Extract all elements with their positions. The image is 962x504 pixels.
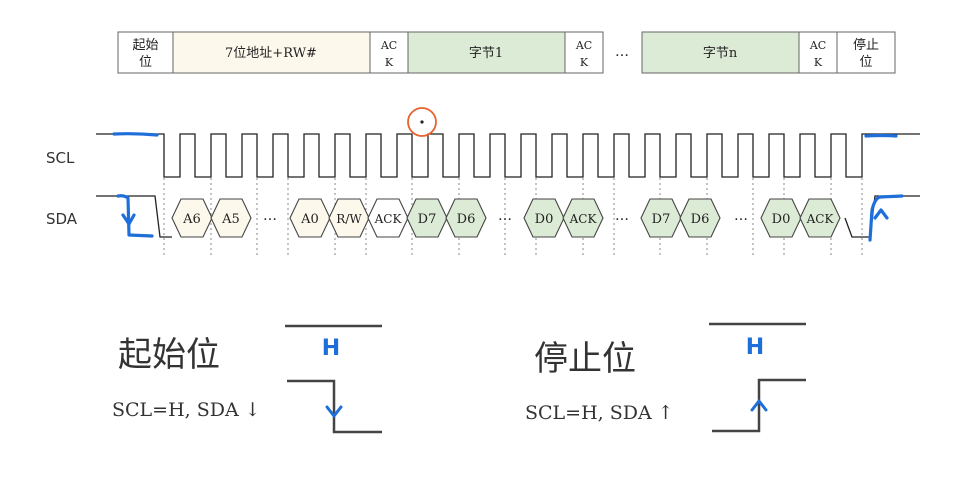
frame-ack-label-2b: K	[580, 56, 589, 69]
frame-ack-cell-1	[369, 31, 409, 74]
cursor-indicator	[407, 107, 437, 137]
frame-header: 起始 位 7位地址+RW# AC K 字节1 AC K … 字节n AC K 停…	[117, 31, 896, 74]
frame-ack-label-3b: K	[814, 56, 823, 69]
start-scl-high-mark	[112, 132, 159, 137]
sda-ellipsis-3: …	[615, 208, 629, 224]
stop-level-label: H	[746, 335, 764, 360]
start-condition-title: 起始位	[118, 335, 220, 375]
start-legend-arrow-down-icon	[325, 405, 343, 418]
cursor-dot-icon	[420, 120, 424, 124]
frame-ack-label-3a: AC	[809, 39, 826, 52]
frame-ack-label-2a: AC	[575, 39, 592, 52]
frame-stop-cell	[836, 31, 896, 74]
frame-byten-cell	[641, 31, 800, 74]
stop-sda-rise-mark	[868, 194, 904, 242]
sda-bit-ack-3-label: ACK	[806, 212, 835, 226]
cursor-ring-icon	[407, 107, 437, 137]
sda-ellipsis-2: …	[498, 208, 512, 224]
start-sda-fall-mark	[116, 194, 154, 238]
sda-bit-d6-1-label: D6	[457, 212, 476, 227]
sda-label: SDA	[46, 210, 78, 228]
frame-start-label-line2: 位	[139, 55, 152, 70]
sda-bit-d7-1-label: D7	[418, 212, 437, 227]
blue-annotations	[112, 132, 904, 242]
start-level-label: H	[322, 336, 340, 361]
sda-bit-d0-1-label: D0	[535, 212, 554, 227]
sda-bit-ack-2-label: ACK	[569, 212, 598, 226]
scl-label: SCL	[46, 149, 75, 167]
stop-arrow-up-icon	[873, 208, 889, 220]
frame-address-cell	[172, 31, 371, 74]
sda-ellipsis-1: …	[263, 208, 277, 224]
sda-bit-d0-n-label: D0	[772, 212, 791, 227]
sda-bit-cells	[171, 198, 841, 238]
scl-waveform	[96, 133, 920, 178]
stop-legend-arrow-up-icon	[750, 399, 768, 412]
sda-bit-d6-1	[445, 198, 487, 238]
frame-ellipsis: …	[615, 44, 629, 60]
stop-sda-line	[712, 378, 806, 433]
sda-ellipsis-4: …	[734, 208, 748, 224]
stop-scl-high-mark	[864, 133, 898, 138]
frame-byte1-cell	[407, 31, 566, 74]
frame-start-label-line1: 起始	[132, 38, 158, 53]
stop-condition-title: 停止位	[534, 339, 636, 379]
start-condition-legend: 起始位 SCL=H, SDA ↓ H	[112, 324, 382, 434]
frame-stop-label-line2: 位	[859, 55, 872, 70]
sda-bit-ack-1-label: ACK	[374, 212, 403, 226]
sda-bit-d6-n	[679, 198, 721, 238]
frame-stop-label-line1: 停止	[853, 37, 879, 53]
sda-bit-d6-n-label: D6	[691, 212, 710, 227]
frame-ack-label-1b: K	[385, 56, 394, 69]
frame-byten-label: 字节n	[703, 46, 738, 61]
sda-bit-ack-2	[562, 198, 604, 238]
stop-condition-text: SCL=H, SDA ↑	[525, 402, 674, 424]
frame-start-cell	[117, 31, 174, 74]
frame-byte1-label: 字节1	[469, 46, 503, 61]
sda-bit-rw-label: R/W	[336, 212, 362, 226]
start-condition-text: SCL=H, SDA ↓	[112, 399, 261, 421]
sda-bit-a0-label: A0	[300, 212, 319, 227]
stop-condition-legend: 停止位 SCL=H, SDA ↑ H	[525, 322, 806, 433]
sda-stop-edge	[844, 195, 920, 238]
sda-bit-ack-3	[799, 198, 841, 238]
sda-bit-d7-n-label: D7	[652, 212, 671, 227]
frame-ack-label-1a: AC	[380, 39, 397, 52]
start-arrow-down-icon	[121, 213, 136, 226]
sda-bit-a5-label: A5	[221, 212, 240, 227]
frame-ack-cell-3	[798, 31, 838, 74]
start-sda-line	[287, 379, 382, 434]
frame-address-label: 7位地址+RW#	[225, 46, 317, 61]
frame-ack-cell-2	[564, 31, 604, 74]
sda-bit-a6-label: A6	[182, 212, 201, 227]
sda-bit-a5	[210, 198, 252, 238]
